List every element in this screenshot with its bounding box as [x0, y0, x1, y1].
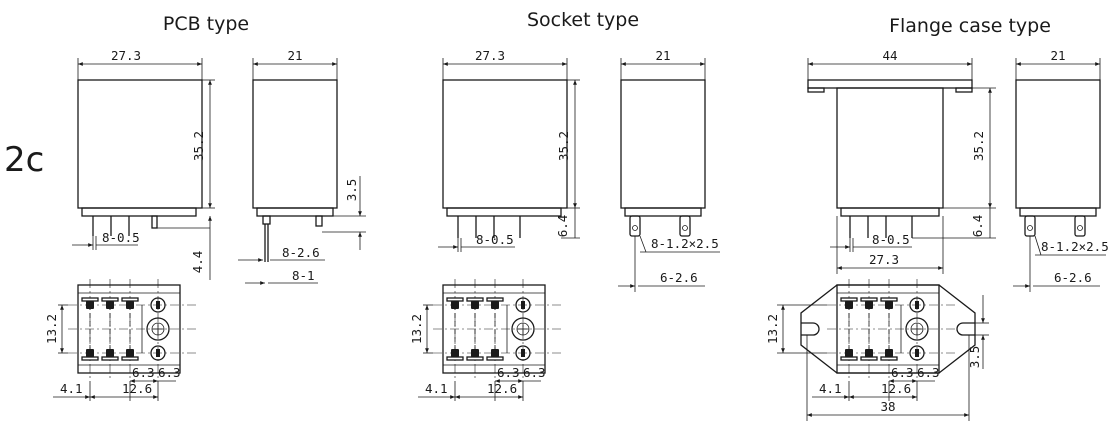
contact-form-label: 2c [4, 140, 44, 180]
dim-flange-depth: 21 [1050, 48, 1065, 63]
dim-pcb-base-a: 4.1 [60, 381, 83, 396]
dim-flange-slot: 3.5 [967, 346, 982, 369]
dim-socket-hole-size: 6-2.6 [660, 270, 698, 285]
dim-socket-base-d: 6.3 [523, 365, 546, 380]
dim-socket-base-c: 6.3 [497, 365, 520, 380]
dim-socket-width: 27.3 [475, 48, 505, 63]
dim-socket-height: 35.2 [556, 131, 571, 161]
pcb-front-view: 27.3 35.2 4.4 8-0.5 [72, 48, 215, 280]
dim-flange-width: 44 [882, 48, 897, 63]
dim-flange-terminal-height: 6.4 [970, 215, 985, 238]
dim-flange-base-a: 4.1 [819, 381, 842, 396]
dim-socket-base-b: 12.6 [487, 381, 517, 396]
dim-flange-mount-pitch: 38 [880, 399, 895, 414]
dim-pcb-base-b: 12.6 [122, 381, 152, 396]
pcb-base-view: 13.2 4.1 12.6 6.3 6.3 [44, 278, 199, 401]
dim-socket-terminal-height: 6.4 [555, 215, 570, 238]
dim-flange-body-width: 27.3 [869, 252, 899, 267]
dim-flange-base-b: 12.6 [881, 381, 911, 396]
socket-base-view: 13.2 4.1 12.6 6.3 6.3 [409, 278, 564, 401]
dim-socket-depth: 21 [655, 48, 670, 63]
dim-flange-pin-width: 8-0.5 [872, 232, 910, 247]
dim-pcb-terminal-height: 3.5 [344, 179, 359, 202]
dim-flange-base-d: 6.3 [917, 365, 940, 380]
dim-pcb-width: 27.3 [111, 48, 141, 63]
dim-socket-tab-size: 8-1.2×2.5 [651, 236, 719, 251]
flange-front-view: 44 35.2 6.4 8-0.5 27.3 [807, 48, 996, 274]
pcb-side-view: 21 3.5 8-2.6 8-1 [238, 48, 366, 285]
dim-flange-height: 35.2 [971, 131, 986, 161]
dim-socket-base-h: 13.2 [409, 314, 424, 344]
dim-socket-pin-width: 8-0.5 [476, 232, 514, 247]
flange-side-view: 21 8-1.2×2.5 6-2.6 [1013, 48, 1108, 292]
dim-pcb-depth: 21 [287, 48, 302, 63]
dim-pcb-side-pin-b: 8-1 [292, 268, 315, 283]
dim-pcb-base-c: 6.3 [132, 365, 155, 380]
dim-pcb-base-d: 6.3 [158, 365, 181, 380]
dim-flange-tab-size: 8-1.2×2.5 [1041, 239, 1108, 254]
dim-pcb-side-pin-a: 8-2.6 [282, 245, 320, 260]
dim-socket-base-a: 4.1 [425, 381, 448, 396]
socket-side-view: 21 8-1.2×2.5 6-2.6 [618, 48, 720, 292]
dim-pcb-pin-width: 8-0.5 [102, 230, 140, 245]
heading-pcb-type: PCB type [163, 13, 249, 35]
dim-pcb-base-h: 13.2 [44, 314, 59, 344]
dim-pcb-pin-length: 4.4 [190, 251, 205, 274]
heading-flange-type: Flange case type [889, 15, 1051, 37]
dim-flange-base-h: 13.2 [765, 314, 780, 344]
socket-front-view: 27.3 35.2 6.4 8-0.5 [438, 48, 580, 252]
dim-flange-base-c: 6.3 [891, 365, 914, 380]
dim-flange-hole-size: 6-2.6 [1054, 270, 1092, 285]
flange-base-view: 13.2 3.5 4.1 12.6 6.3 6.3 38 [765, 278, 989, 421]
dim-pcb-height: 35.2 [191, 131, 206, 161]
heading-socket-type: Socket type [527, 9, 639, 31]
